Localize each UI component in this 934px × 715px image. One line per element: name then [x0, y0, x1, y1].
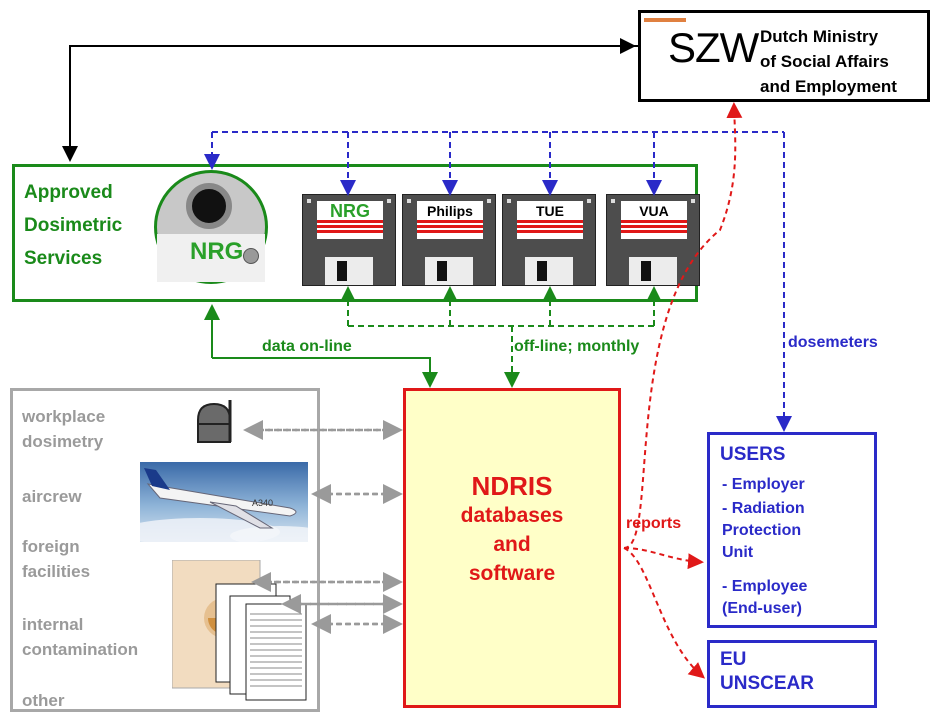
disk-tue: TUE [502, 194, 596, 286]
source-workplace-dosimetry: workplace dosimetry [22, 407, 106, 451]
reports-label: reports [626, 515, 682, 532]
disk-shutter-icon [425, 257, 473, 285]
offline-monthly-label: off-line; monthly [514, 338, 640, 355]
ndris-title: NDRIS [471, 471, 553, 501]
radiation-monitor-icon [197, 400, 232, 443]
ministry-box [638, 10, 930, 102]
eu-unscear-label: EU UNSCEAR [720, 649, 814, 694]
source-internal-contamination: internal contamination [22, 615, 139, 659]
disk-shutter-icon [325, 257, 373, 285]
dosemeters-label: dosemeters [788, 334, 878, 351]
disk-shutter-icon [629, 257, 677, 285]
ads-title: Approved Dosimetric Services [24, 182, 123, 269]
disk-label-text: TUE [536, 203, 564, 219]
disk-label-text: VUA [639, 203, 669, 219]
data-online-label: data on-line [262, 338, 352, 355]
eu-unscear-box [707, 640, 877, 708]
disk-label: Philips [417, 201, 483, 239]
disk-nrg: NRG [302, 194, 396, 286]
ministry-logo: SZW [668, 24, 759, 72]
disk-label: NRG [317, 201, 383, 239]
badge-logo: NRG [190, 238, 244, 265]
users-radiation-protection-unit: - Radiation Protection Unit [722, 500, 805, 561]
ndris-subtitle: databases and software [460, 504, 564, 585]
badge-window-icon [186, 183, 232, 229]
disk-label-text: Philips [427, 203, 473, 219]
ministry-name: Dutch Ministry of Social Affairs and Emp… [760, 27, 897, 96]
users-title: USERS [720, 444, 786, 465]
source-other: other [22, 691, 65, 710]
disk-philips: Philips [402, 194, 496, 286]
ndris-box [403, 388, 621, 708]
offline-monthly-arrows [340, 286, 662, 388]
ministry-logo-bar [644, 18, 686, 22]
disk-label-text: NRG [330, 201, 370, 221]
badge-dot-icon [243, 248, 259, 264]
ministry-to-ads-arrow [62, 38, 638, 162]
source-foreign-facilities: foreign facilities [22, 537, 91, 581]
source-aircrew: aircrew [22, 487, 82, 506]
users-employer: - Employer [722, 476, 805, 493]
users-employee: - Employee (End-user) [722, 578, 808, 617]
disk-label: TUE [517, 201, 583, 239]
svg-text:A340: A340 [252, 498, 273, 508]
documents-icon [172, 560, 307, 701]
ndris-label: NDRIS databases and software [403, 472, 621, 588]
ministry-logo-text: SZW [668, 24, 759, 71]
disk-shutter-icon [525, 257, 573, 285]
disk-label: VUA [621, 201, 687, 239]
aircraft-photo: A340 [140, 462, 308, 542]
disk-vua: VUA [606, 194, 700, 286]
